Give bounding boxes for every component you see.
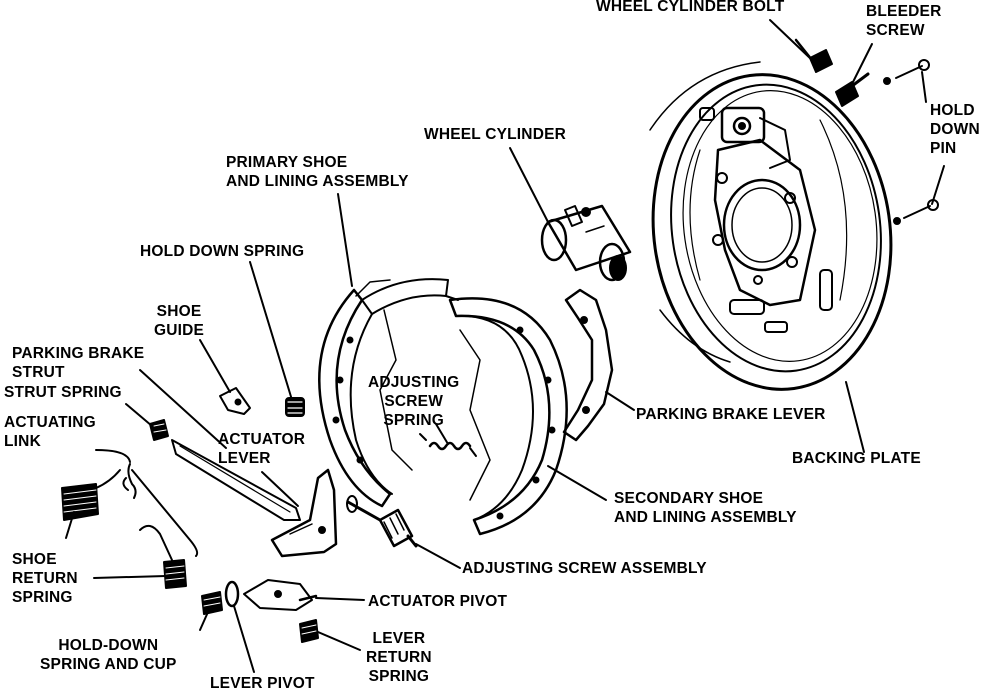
leader-lever-pivot bbox=[233, 605, 255, 673]
hold-down-spring-and-cup-drawing bbox=[201, 580, 240, 615]
label-actuating-link: ACTUATING LINK bbox=[4, 414, 96, 450]
label-actuator-pivot: ACTUATOR PIVOT bbox=[368, 593, 508, 610]
lower-spring-drawing bbox=[139, 524, 187, 589]
secondary-shoe-drawing bbox=[445, 295, 568, 536]
leader-adjusting-screw-spring bbox=[435, 423, 449, 445]
leader-bleeder-screw bbox=[851, 43, 873, 85]
leader-wheel-cylinder-bolt bbox=[769, 19, 813, 61]
leader-secondary-shoe bbox=[547, 465, 607, 501]
leader-parking-brake-lever bbox=[605, 391, 635, 411]
leader-shoe-guide bbox=[199, 339, 231, 393]
shoe-guide-drawing bbox=[219, 387, 251, 415]
label-lever-pivot: LEVER PIVOT bbox=[210, 675, 315, 692]
primary-shoe-drawing bbox=[318, 278, 449, 508]
leader-actuator-lever bbox=[261, 471, 299, 507]
shoe-return-spring-drawing bbox=[61, 469, 121, 521]
leader-hold-down-pin-lower bbox=[931, 165, 945, 205]
label-backing-plate: BACKING PLATE bbox=[792, 450, 921, 467]
wheel-cylinder-drawing bbox=[540, 204, 632, 282]
leader-hold-down-spring-and-cup bbox=[199, 611, 209, 631]
label-wheel-cylinder: WHEEL CYLINDER bbox=[424, 126, 567, 143]
leader-primary-shoe bbox=[337, 193, 353, 287]
hold-down-pins-drawing bbox=[883, 59, 939, 225]
leader-adjusting-screw-assembly bbox=[415, 543, 461, 569]
leader-lines bbox=[65, 19, 945, 673]
label-secondary-shoe: SECONDARY SHOE AND LINING ASSEMBLY bbox=[614, 490, 797, 526]
label-hold-down-spring-and-cup: HOLD-DOWN SPRING AND CUP bbox=[40, 637, 177, 673]
label-lever-return-spring: LEVER RETURN SPRING bbox=[366, 630, 432, 685]
parking-brake-lever-drawing bbox=[562, 288, 614, 442]
hold-down-spring-drawing bbox=[285, 397, 305, 417]
label-strut-spring: STRUT SPRING bbox=[4, 384, 122, 401]
bleeder-screw-drawing bbox=[835, 72, 870, 107]
label-parking-brake-lever: PARKING BRAKE LEVER bbox=[636, 406, 826, 423]
label-parking-brake-strut: PARKING BRAKE STRUT bbox=[12, 345, 145, 381]
label-shoe-return-spring: SHOE RETURN SPRING bbox=[12, 551, 78, 606]
label-shoe-guide: SHOE GUIDE bbox=[154, 303, 205, 339]
leader-lever-return-spring bbox=[317, 631, 361, 651]
label-adjusting-screw-assembly: ADJUSTING SCREW ASSEMBLY bbox=[462, 560, 707, 577]
leader-backing-plate bbox=[845, 381, 865, 453]
label-actuator-lever: ACTUATOR LEVER bbox=[218, 431, 306, 467]
label-hold-down-spring: HOLD DOWN SPRING bbox=[140, 243, 305, 260]
leader-actuating-link bbox=[95, 449, 131, 463]
label-wheel-cylinder-bolt: WHEEL CYLINDER BOLT bbox=[596, 0, 785, 15]
parking-brake-strut-drawing bbox=[171, 439, 301, 521]
strut-spring-drawing bbox=[149, 419, 169, 441]
adjusting-screw-spring-drawing bbox=[419, 433, 477, 457]
actuator-pivot-drawing bbox=[243, 579, 318, 611]
leader-shoe-return-spring-left bbox=[65, 511, 75, 539]
leader-parking-brake-strut bbox=[139, 369, 227, 449]
leader-hold-down-spring bbox=[249, 261, 293, 401]
leader-hold-down-pin-upper bbox=[921, 71, 927, 103]
leader-shoe-return-spring-lower bbox=[93, 575, 167, 579]
actuator-lever-drawing bbox=[270, 468, 338, 558]
wheel-cylinder-bolt-drawing bbox=[794, 38, 833, 73]
backing-plate-drawing bbox=[649, 61, 893, 391]
label-adjusting-screw-spring: ADJUSTING SCREW SPRING bbox=[368, 374, 460, 429]
actuating-link-drawing bbox=[122, 463, 199, 557]
label-hold-down-pin: HOLD DOWN PIN bbox=[930, 102, 980, 157]
leader-strut-spring bbox=[125, 403, 153, 427]
lever-return-spring-drawing bbox=[299, 619, 319, 643]
leader-wheel-cylinder bbox=[509, 147, 549, 223]
label-bleeder-screw: BLEEDER SCREW bbox=[866, 3, 942, 39]
label-primary-shoe: PRIMARY SHOE AND LINING ASSEMBLY bbox=[226, 154, 409, 190]
leader-actuator-pivot bbox=[315, 597, 365, 601]
adjusting-screw-assembly-drawing bbox=[346, 495, 418, 548]
